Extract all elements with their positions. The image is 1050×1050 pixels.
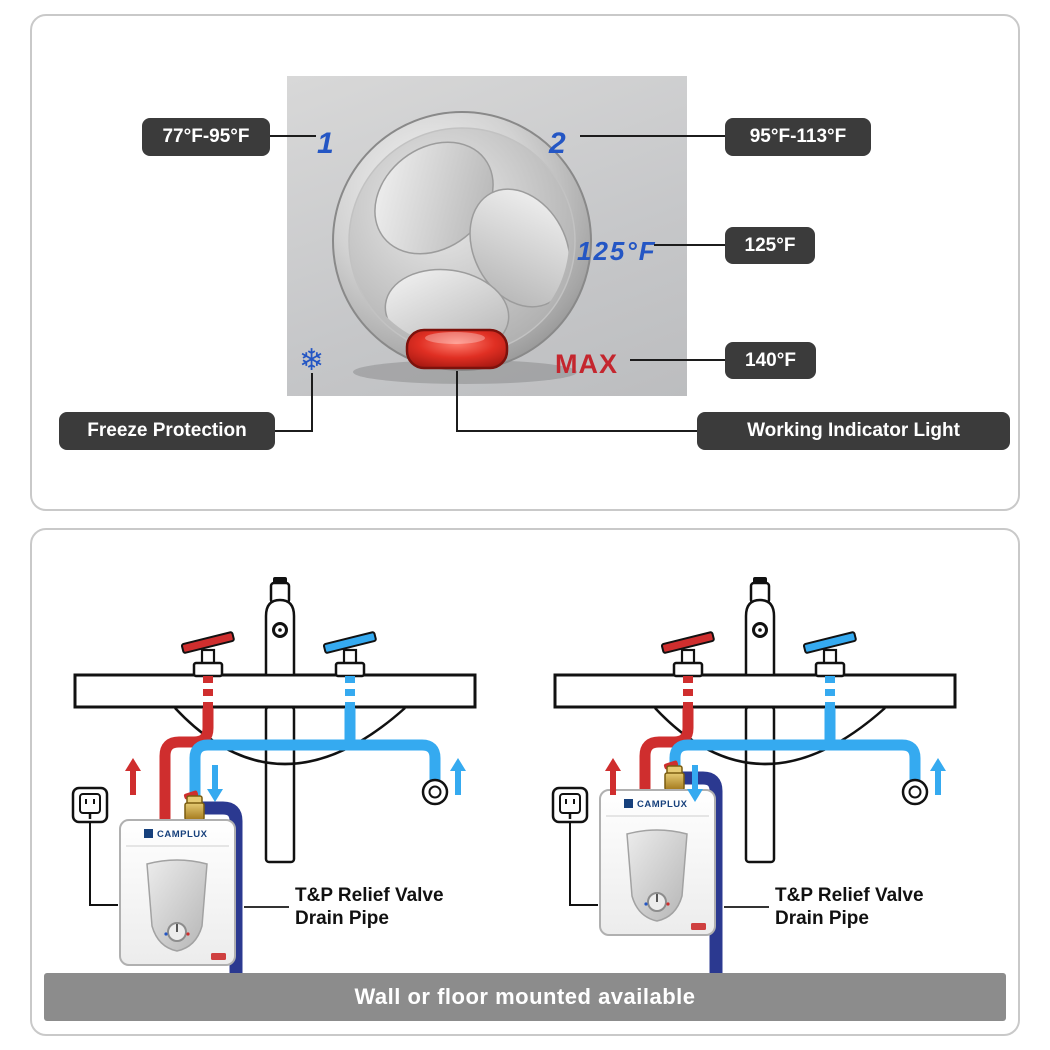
line-indicator-horizontal	[456, 430, 697, 432]
installation-diagram-wall: T&P Relief Valve Drain Pipe	[553, 577, 955, 978]
line-freeze-vertical	[311, 373, 313, 432]
tp-drain-pipe	[680, 771, 723, 978]
drain-label-line1: T&P Relief Valve	[295, 885, 444, 906]
floor-caption: Wall or floor mounted available	[354, 984, 696, 1009]
installation-panel: CAMPLUX T&P Rel	[30, 528, 1020, 1036]
dial-mark-125: 125°F	[577, 236, 657, 266]
water-heater	[119, 788, 236, 966]
lens-highlight	[425, 332, 485, 344]
knob-shadow	[353, 360, 577, 384]
badge-range2: 95°F-113°F	[725, 118, 871, 156]
drain-label-line1: T&P Relief Valve	[775, 885, 924, 906]
badge-working-indicator: Working Indicator Light	[697, 412, 1010, 450]
temperature-dial: 1 2 125°F MAX ❄	[299, 111, 657, 384]
line-freeze-horizontal	[275, 430, 313, 432]
dial-plate: 1 2 125°F MAX ❄	[287, 76, 687, 396]
badge-125f: 125°F	[725, 227, 815, 264]
floor-caption-bar: Wall or floor mounted available	[44, 973, 1006, 1021]
temperature-control-panel: 1 2 125°F MAX ❄ 77°F-95°F 95°F-113°F 125…	[30, 14, 1020, 511]
line-140f	[630, 359, 725, 361]
installation-diagrams: CAMPLUX T&P Rel	[60, 530, 1010, 978]
dial-mark-max: MAX	[555, 349, 618, 379]
badge-range1: 77°F-95°F	[142, 118, 270, 156]
line-indicator-vertical	[456, 371, 458, 432]
badge-freeze-protection: Freeze Protection	[59, 412, 275, 450]
working-indicator-light-lens	[405, 328, 509, 370]
drain-label-line2: Drain Pipe	[775, 908, 869, 929]
dial-mark-setting1: 1	[317, 127, 334, 160]
tp-drain-pipe	[200, 801, 243, 978]
line-range1	[270, 135, 316, 137]
installation-diagram-floor: T&P Relief Valve Drain Pipe	[73, 577, 475, 978]
line-range2	[580, 135, 725, 137]
dial-mark-setting2: 2	[548, 127, 566, 160]
drain-label-line2: Drain Pipe	[295, 908, 389, 929]
freeze-protection-icon: ❄	[299, 344, 324, 377]
line-125f	[654, 244, 725, 246]
badge-140f: 140°F	[725, 342, 816, 379]
